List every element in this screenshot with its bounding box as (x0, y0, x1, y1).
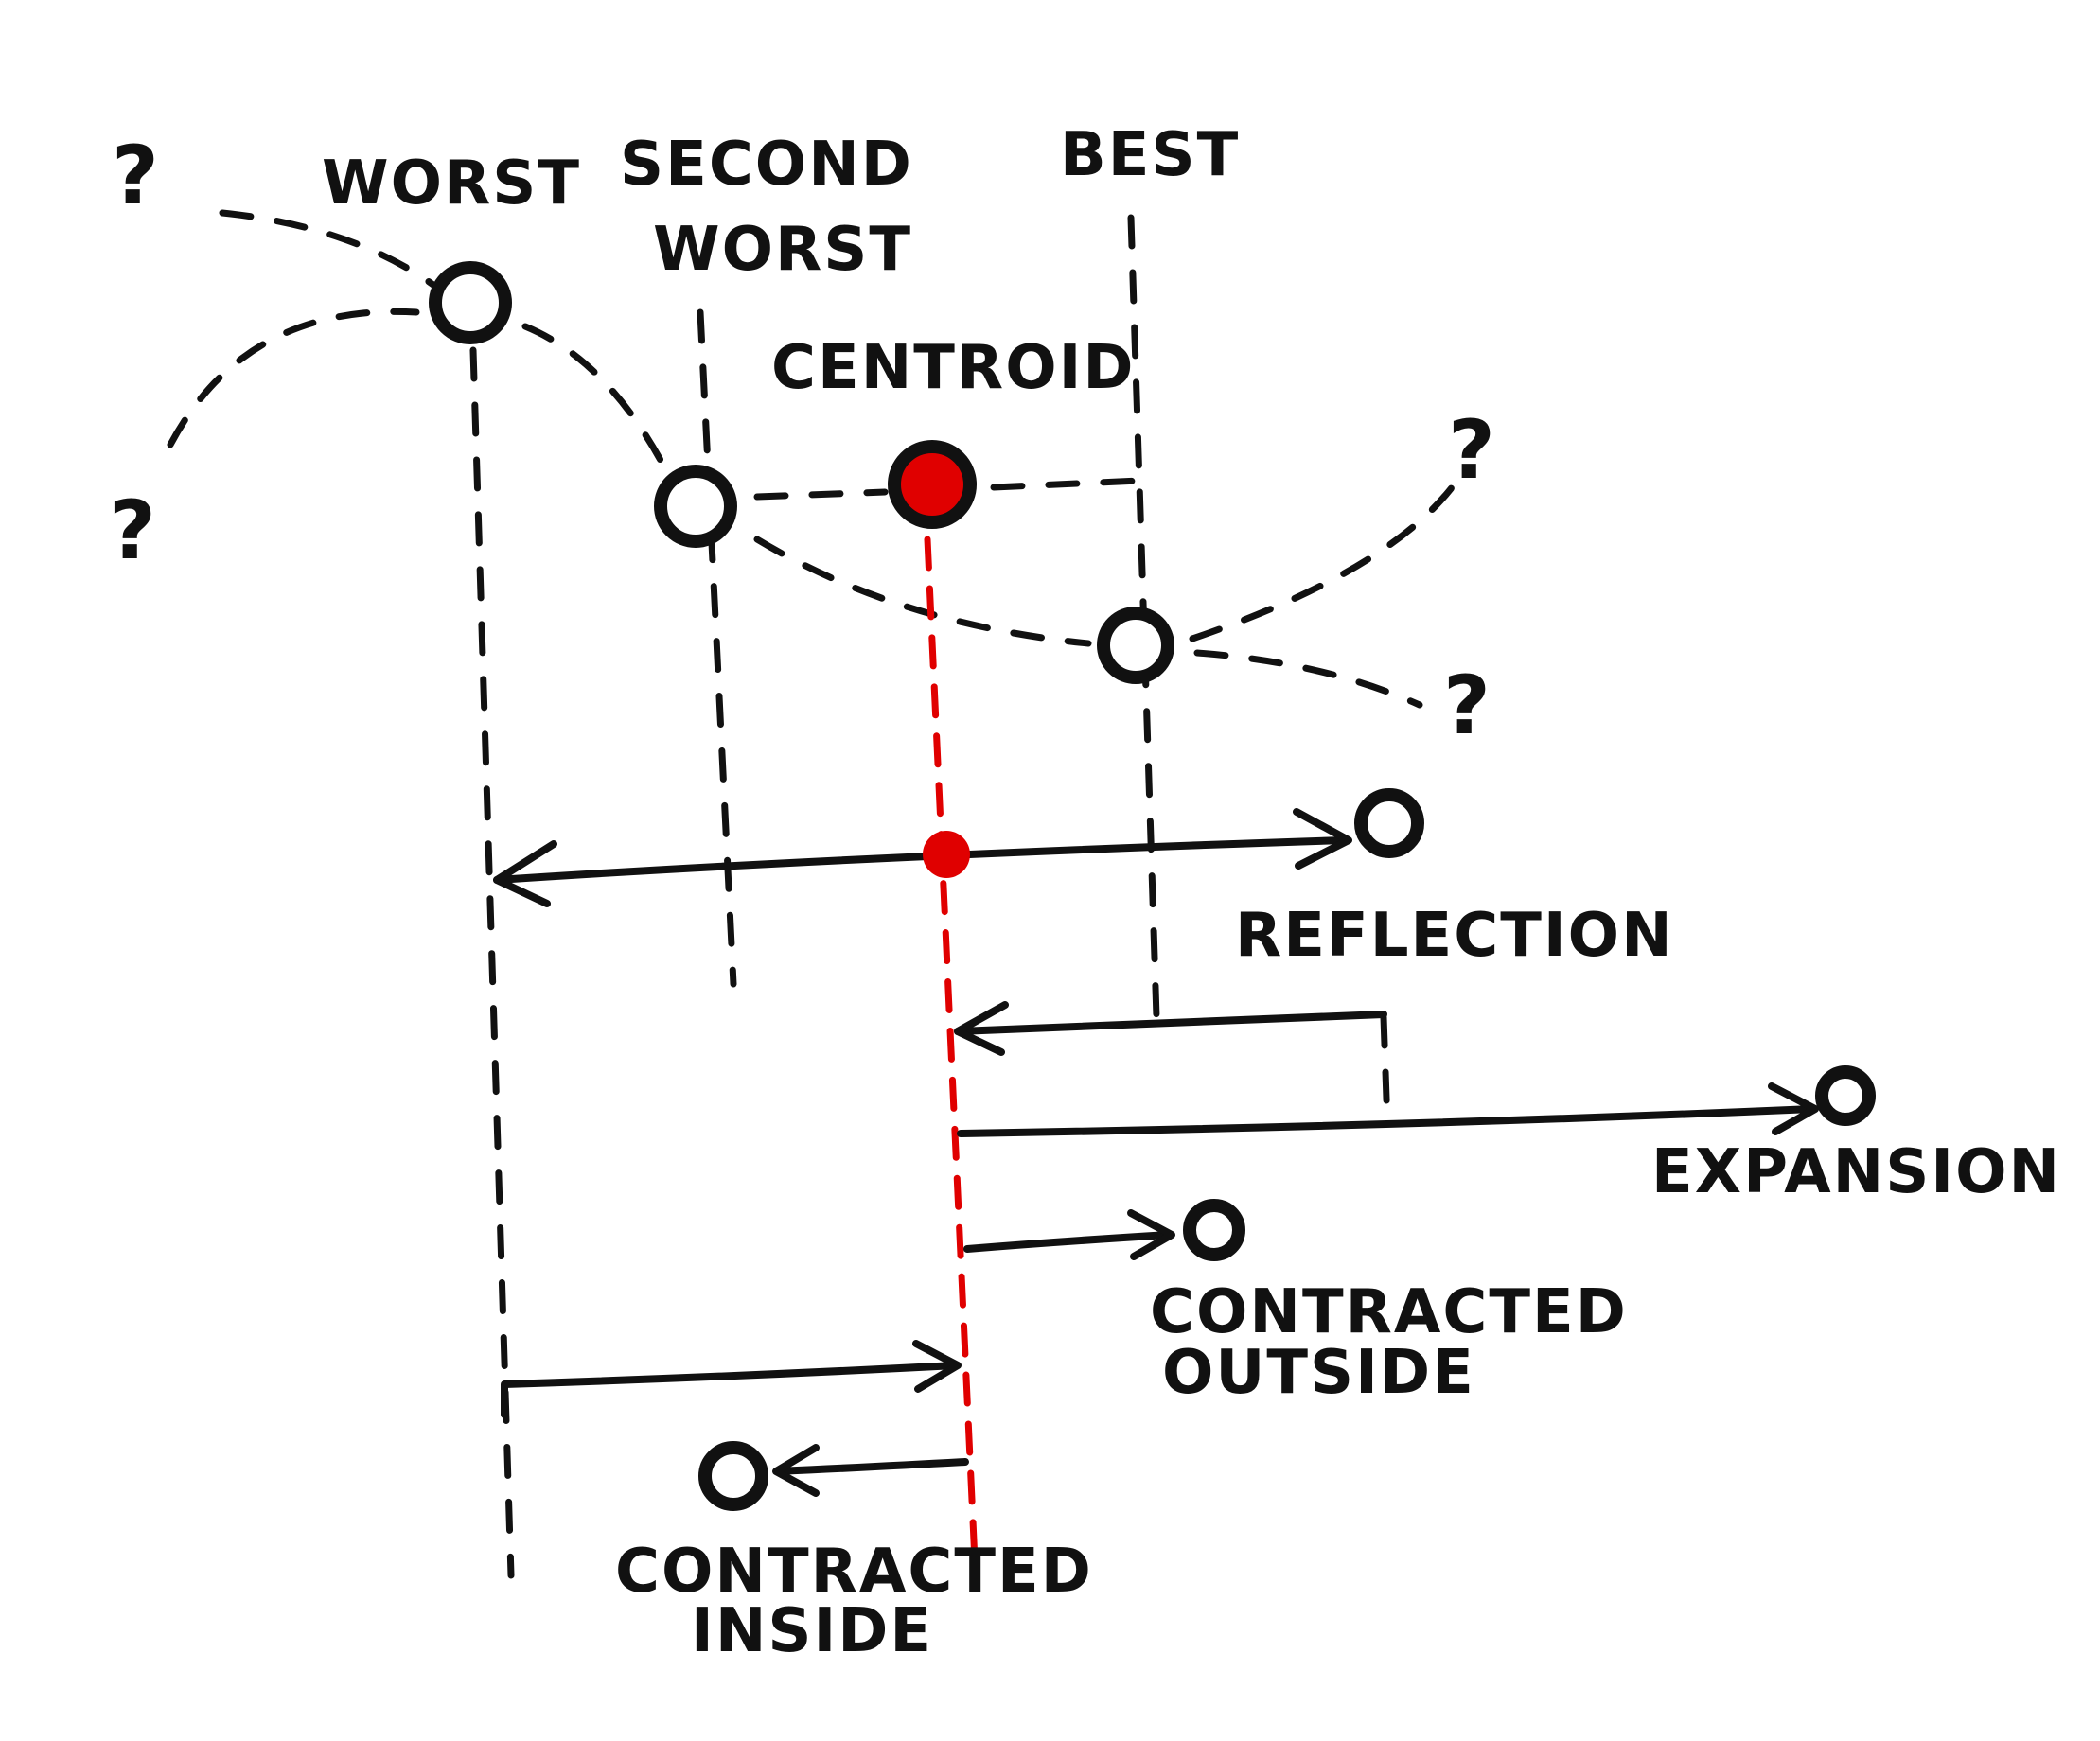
centroid-projection-dot (923, 831, 970, 878)
curve-right-lower (1193, 649, 1423, 709)
contracted-outside-line (963, 1231, 1173, 1253)
curve-left-lower (167, 308, 420, 448)
best-to-centroid-arrowhead (954, 1001, 1009, 1056)
contracted-inside-label-line1: CONTRACTED (615, 1537, 1093, 1607)
question-mark-top-right: ? (1448, 403, 1495, 498)
contracted-outside-point (1183, 1199, 1245, 1261)
reflection-left-arrowhead (493, 840, 557, 907)
expansion-line (957, 1105, 1816, 1137)
question-mark-bottom-left: ? (109, 484, 156, 578)
expansion-label: EXPANSION (1651, 1137, 2061, 1207)
second-worst-guide-line (697, 308, 737, 988)
centroid-label: CENTROID (771, 333, 1136, 403)
reflection-point (1354, 788, 1424, 858)
curve-right-upper (1189, 469, 1466, 642)
best-to-centroid-line (954, 1011, 1387, 1035)
worst-to-centroid-arrowhead (912, 1340, 962, 1393)
question-mark-top-left: ? (112, 129, 159, 223)
second-worst-point (654, 465, 737, 548)
question-mark-bottom-right: ? (1443, 659, 1491, 753)
contracted-inside-point (698, 1441, 768, 1511)
reflection-to-expansion-guide (1380, 1013, 1391, 1130)
reflection-right-arrowhead (1293, 808, 1352, 870)
contracted-outside-label-line2: OUTSIDE (1162, 1338, 1475, 1408)
centroid-guide-line (924, 536, 979, 1565)
expansion-arrowhead (1768, 1082, 1819, 1135)
reflection-line (493, 836, 1348, 884)
expansion-point (1815, 1065, 1876, 1126)
contracted-inside-arrowhead (772, 1444, 820, 1497)
curve-second-to-best (753, 536, 1092, 647)
second-worst-label-line1: SECOND (620, 130, 913, 200)
best-point (1097, 607, 1174, 684)
contracted-outside-label-line1: CONTRACTED (1150, 1277, 1628, 1347)
contracted-inside-line (774, 1458, 969, 1475)
line-second-to-centroid (753, 488, 889, 501)
reflection-label: REFLECTION (1235, 901, 1674, 971)
second-worst-label-line2: WORST (653, 215, 912, 285)
line-centroid-to-best (990, 477, 1144, 491)
centroid-point (888, 440, 977, 529)
curve-left-upper (219, 209, 449, 297)
best-label: BEST (1060, 120, 1240, 190)
contracted-inside-label-line2: INSIDE (691, 1596, 933, 1666)
worst-label: WORST (322, 149, 581, 219)
curve-worst-to-second (521, 323, 666, 467)
worst-point (429, 261, 512, 344)
worst-guide-line (469, 346, 515, 1579)
worst-to-centroid-line (501, 1362, 960, 1418)
contracted-outside-arrowhead (1127, 1209, 1175, 1260)
